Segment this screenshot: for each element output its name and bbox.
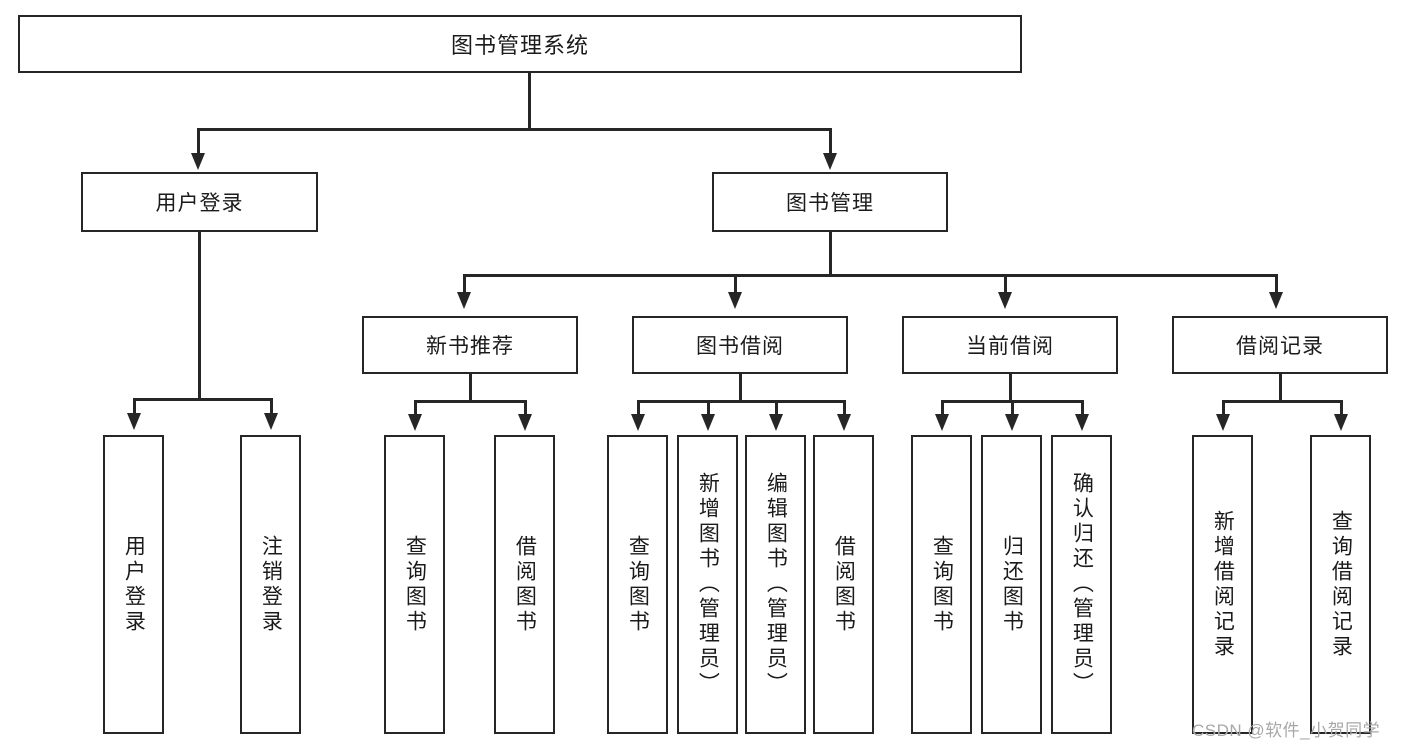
node-new-book-recommend[interactable]: 新书推荐 [362, 316, 578, 374]
arrow-cb-to-leaf-3 [1075, 414, 1089, 431]
node-book-borrow[interactable]: 图书借阅 [632, 316, 848, 374]
arrow-bb-to-leaf-4 [837, 414, 851, 431]
connector-cb-to-leaf-3 [1081, 400, 1084, 418]
arrow-user-login-to-leaf-1 [127, 413, 141, 430]
arrow-cb-to-leaf-2 [1005, 414, 1019, 431]
leaf-book-borrow-add-book-admin[interactable]: 新增图书（管理员） [677, 435, 738, 734]
leaf-borrow-record-add-record[interactable]: 新增借阅记录 [1192, 435, 1253, 734]
connector-bm-to-borrow-record [1275, 274, 1278, 296]
connector-book-borrow-bus [637, 400, 845, 403]
leaf-current-borrow-return-book[interactable]: 归还图书 [981, 435, 1042, 734]
connector-nb-to-leaf-1 [414, 400, 417, 418]
node-book-management[interactable]: 图书管理 [712, 172, 948, 232]
watermark-csdn: CSDN @软件_小贺同学 [1192, 721, 1381, 740]
connector-new-book-stem [469, 374, 472, 402]
connector-root-stem [528, 73, 531, 129]
arrow-bb-to-leaf-2 [701, 414, 715, 431]
arrow-bm-to-borrow-record [1269, 292, 1283, 309]
leaf-current-borrow-confirm-return-admin[interactable]: 确认归还（管理员） [1051, 435, 1112, 734]
leaf-new-book-borrow-book[interactable]: 借阅图书 [494, 435, 555, 734]
connector-root-to-user-login [197, 128, 200, 156]
connector-book-management-bus [463, 274, 1277, 277]
arrow-bb-to-leaf-3 [769, 414, 783, 431]
connector-br-to-leaf-2 [1340, 400, 1343, 418]
connector-book-borrow-stem [739, 374, 742, 402]
connector-user-login-stem [198, 232, 201, 400]
connector-bm-to-new-book [463, 274, 466, 296]
arrow-bm-to-new-book [457, 292, 471, 309]
connector-borrow-record-bus [1222, 400, 1342, 403]
arrow-root-to-book-management [823, 153, 837, 170]
leaf-borrow-record-query-record[interactable]: 查询借阅记录 [1310, 435, 1371, 734]
connector-current-borrow-stem [1009, 374, 1012, 402]
connector-cb-to-leaf-1 [941, 400, 944, 418]
connector-book-management-stem [829, 232, 832, 276]
arrow-user-login-to-leaf-2 [264, 413, 278, 430]
connector-bb-to-leaf-2 [707, 400, 710, 418]
connector-nb-to-leaf-2 [524, 400, 527, 418]
node-user-login[interactable]: 用户登录 [81, 172, 318, 232]
leaf-book-borrow-query-book[interactable]: 查询图书 [607, 435, 668, 734]
arrow-br-to-leaf-2 [1334, 414, 1348, 431]
arrow-cb-to-leaf-1 [935, 414, 949, 431]
connector-root-bus [197, 128, 831, 131]
node-current-borrow[interactable]: 当前借阅 [902, 316, 1118, 374]
node-root-book-management-system[interactable]: 图书管理系统 [18, 15, 1022, 73]
connector-br-to-leaf-1 [1222, 400, 1225, 418]
arrow-bm-to-current-borrow [998, 292, 1012, 309]
leaf-current-borrow-query-book[interactable]: 查询图书 [911, 435, 972, 734]
arrow-bm-to-book-borrow [728, 292, 742, 309]
connector-user-login-to-leaf-2 [270, 398, 273, 418]
arrow-root-to-user-login [191, 153, 205, 170]
arrow-br-to-leaf-1 [1216, 414, 1230, 431]
connector-bb-to-leaf-1 [637, 400, 640, 418]
connector-root-to-book-management [829, 128, 832, 156]
leaf-book-borrow-borrow-book[interactable]: 借阅图书 [813, 435, 874, 734]
connector-cb-to-leaf-2 [1011, 400, 1014, 418]
leaf-user-login-login[interactable]: 用户登录 [103, 435, 164, 734]
arrow-nb-to-leaf-1 [408, 414, 422, 431]
connector-bb-to-leaf-4 [843, 400, 846, 418]
node-borrow-record[interactable]: 借阅记录 [1172, 316, 1388, 374]
connector-user-login-to-leaf-1 [133, 398, 136, 418]
connector-bb-to-leaf-3 [775, 400, 778, 418]
connector-user-login-bus [133, 398, 271, 401]
arrow-nb-to-leaf-2 [518, 414, 532, 431]
connector-borrow-record-stem [1279, 374, 1282, 402]
arrow-bb-to-leaf-1 [631, 414, 645, 431]
connector-bm-to-current-borrow [1004, 274, 1007, 296]
connector-bm-to-book-borrow [734, 274, 737, 296]
leaf-user-login-logout[interactable]: 注销登录 [240, 435, 301, 734]
connector-new-book-bus [414, 400, 526, 403]
leaf-new-book-query-book[interactable]: 查询图书 [384, 435, 445, 734]
leaf-book-borrow-edit-book-admin[interactable]: 编辑图书（管理员） [745, 435, 806, 734]
